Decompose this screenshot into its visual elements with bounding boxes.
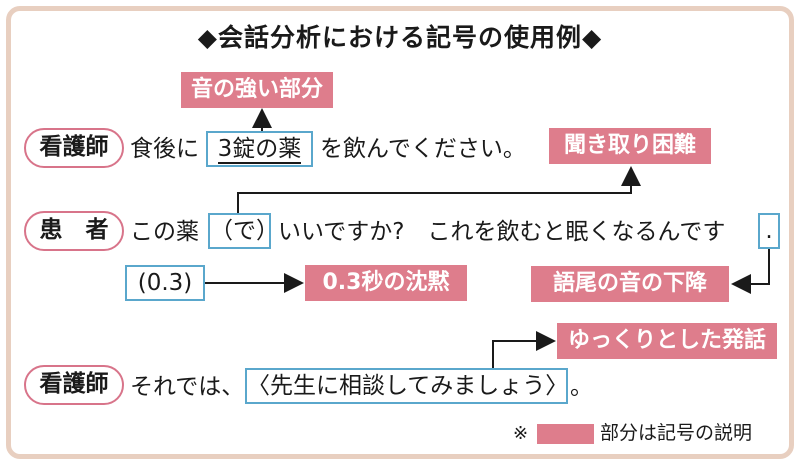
line3-boxed-pause: (0.3): [125, 265, 205, 301]
line1-before: 食後に: [130, 136, 199, 162]
label-strong-sound: 音の強い部分: [181, 72, 333, 108]
note-mark: ※: [513, 423, 529, 444]
note-color-swatch: [537, 424, 594, 444]
arrow-to-hard-to-hear: [237, 166, 641, 213]
line2-before: この薬: [130, 219, 199, 245]
line1-boxed-text: 3錠の薬: [217, 136, 302, 164]
label-hard-to-hear: 聞き取り困難: [549, 128, 711, 164]
speaker-nurse-2: 看護師: [24, 365, 124, 405]
line4-after: 。: [570, 374, 593, 400]
line2-middle: いいですか? これを飲むと眠くなるんです: [278, 219, 726, 245]
arrow-to-slow: [492, 331, 556, 368]
line1-boxed-strong: 3錠の薬: [206, 131, 313, 167]
arrow-to-falling: [731, 249, 770, 294]
label-pause: 0.3秒の沈黙: [305, 265, 467, 301]
label-falling-tone: 語尾の音の下降: [531, 266, 729, 302]
speaker-nurse-1: 看護師: [24, 128, 124, 168]
page-title: ◆会話分析における記号の使用例◆: [197, 23, 603, 52]
line1-after: を飲んでください。: [320, 136, 526, 162]
diagram-frame: [6, 6, 794, 459]
line2-boxed-period: .: [758, 213, 780, 249]
line4-boxed-slow: 〈先生に相談してみましょう〉: [245, 368, 568, 404]
note-text: 部分は記号の説明: [600, 422, 753, 444]
speaker-patient: 患 者: [24, 211, 124, 251]
line2-boxed-unclear: （で）: [208, 213, 279, 249]
label-slow-speech: ゆっくりとした発話: [557, 323, 777, 359]
line4-before: それでは、: [130, 374, 245, 400]
